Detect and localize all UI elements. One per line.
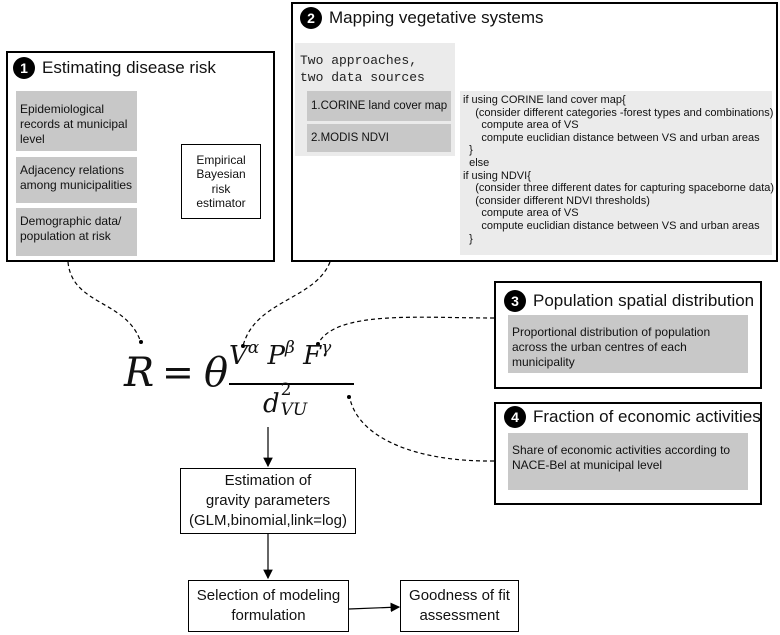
- estimation-gravity-parameters: Estimation of gravity parameters (GLM,bi…: [180, 468, 356, 534]
- bayesian-risk-estimator: Empirical Bayesian risk estimator: [181, 144, 261, 219]
- pseudocode-block: if using CORINE land cover map{ (conside…: [460, 91, 774, 255]
- formula-theta: θ: [204, 350, 229, 396]
- dashed-link-panel1: [67, 261, 141, 341]
- step-number-badge: 2: [300, 7, 322, 29]
- panel1-title: Estimating disease risk: [42, 58, 216, 77]
- formula-numerator: Vα Pβ Fγ: [229, 338, 332, 371]
- selection-modeling-formulation: Selection of modeling formulation: [188, 580, 349, 632]
- panel4-header: 4 Fraction of economic activities: [504, 406, 761, 428]
- input-epidemiological-records: Epidemiological records at municipal lev…: [16, 91, 137, 151]
- dashed-link-panel2: [242, 261, 331, 347]
- panel3-title: Population spatial distribution: [533, 291, 755, 310]
- panel2-header: 2 Mapping vegetative systems: [300, 7, 544, 29]
- population-description: Proportional distribution of population …: [508, 315, 748, 373]
- step-number-badge: 3: [504, 290, 526, 312]
- option-modis: 2.MODIS NDVI: [307, 124, 451, 152]
- formula-fraction-bar: [229, 383, 354, 385]
- arrow-selection-to-goodness: [348, 602, 401, 613]
- input-adjacency-relations: Adjacency relations among municipalities: [16, 157, 137, 203]
- panel1-header: 1 Estimating disease risk: [13, 57, 216, 79]
- dashed-link-panel3: [317, 316, 495, 345]
- panel4-title: Fraction of economic activities: [533, 407, 761, 426]
- approaches-title: Two approaches, two data sources: [300, 53, 425, 85]
- goodness-of-fit-assessment: Goodness of fit assessment: [400, 580, 519, 632]
- dashed-link-panel4: [349, 398, 495, 462]
- option-corine: 1.CORINE land cover map: [307, 91, 451, 121]
- step-number-badge: 4: [504, 406, 526, 428]
- formula-denominator: d 2 VU: [263, 380, 308, 420]
- step-number-badge: 1: [13, 57, 35, 79]
- formula-equals: =: [162, 350, 194, 394]
- panel3-header: 3 Population spatial distribution: [504, 290, 754, 312]
- formula-risk-symbol: R: [124, 350, 155, 396]
- input-demographic-data: Demographic data/ population at risk: [16, 208, 137, 256]
- economic-description: Share of economic activities according t…: [508, 433, 748, 490]
- gravity-formula: R = θ Vα Pβ Fγ d 2 VU: [120, 338, 360, 430]
- panel2-title: Mapping vegetative systems: [329, 8, 544, 27]
